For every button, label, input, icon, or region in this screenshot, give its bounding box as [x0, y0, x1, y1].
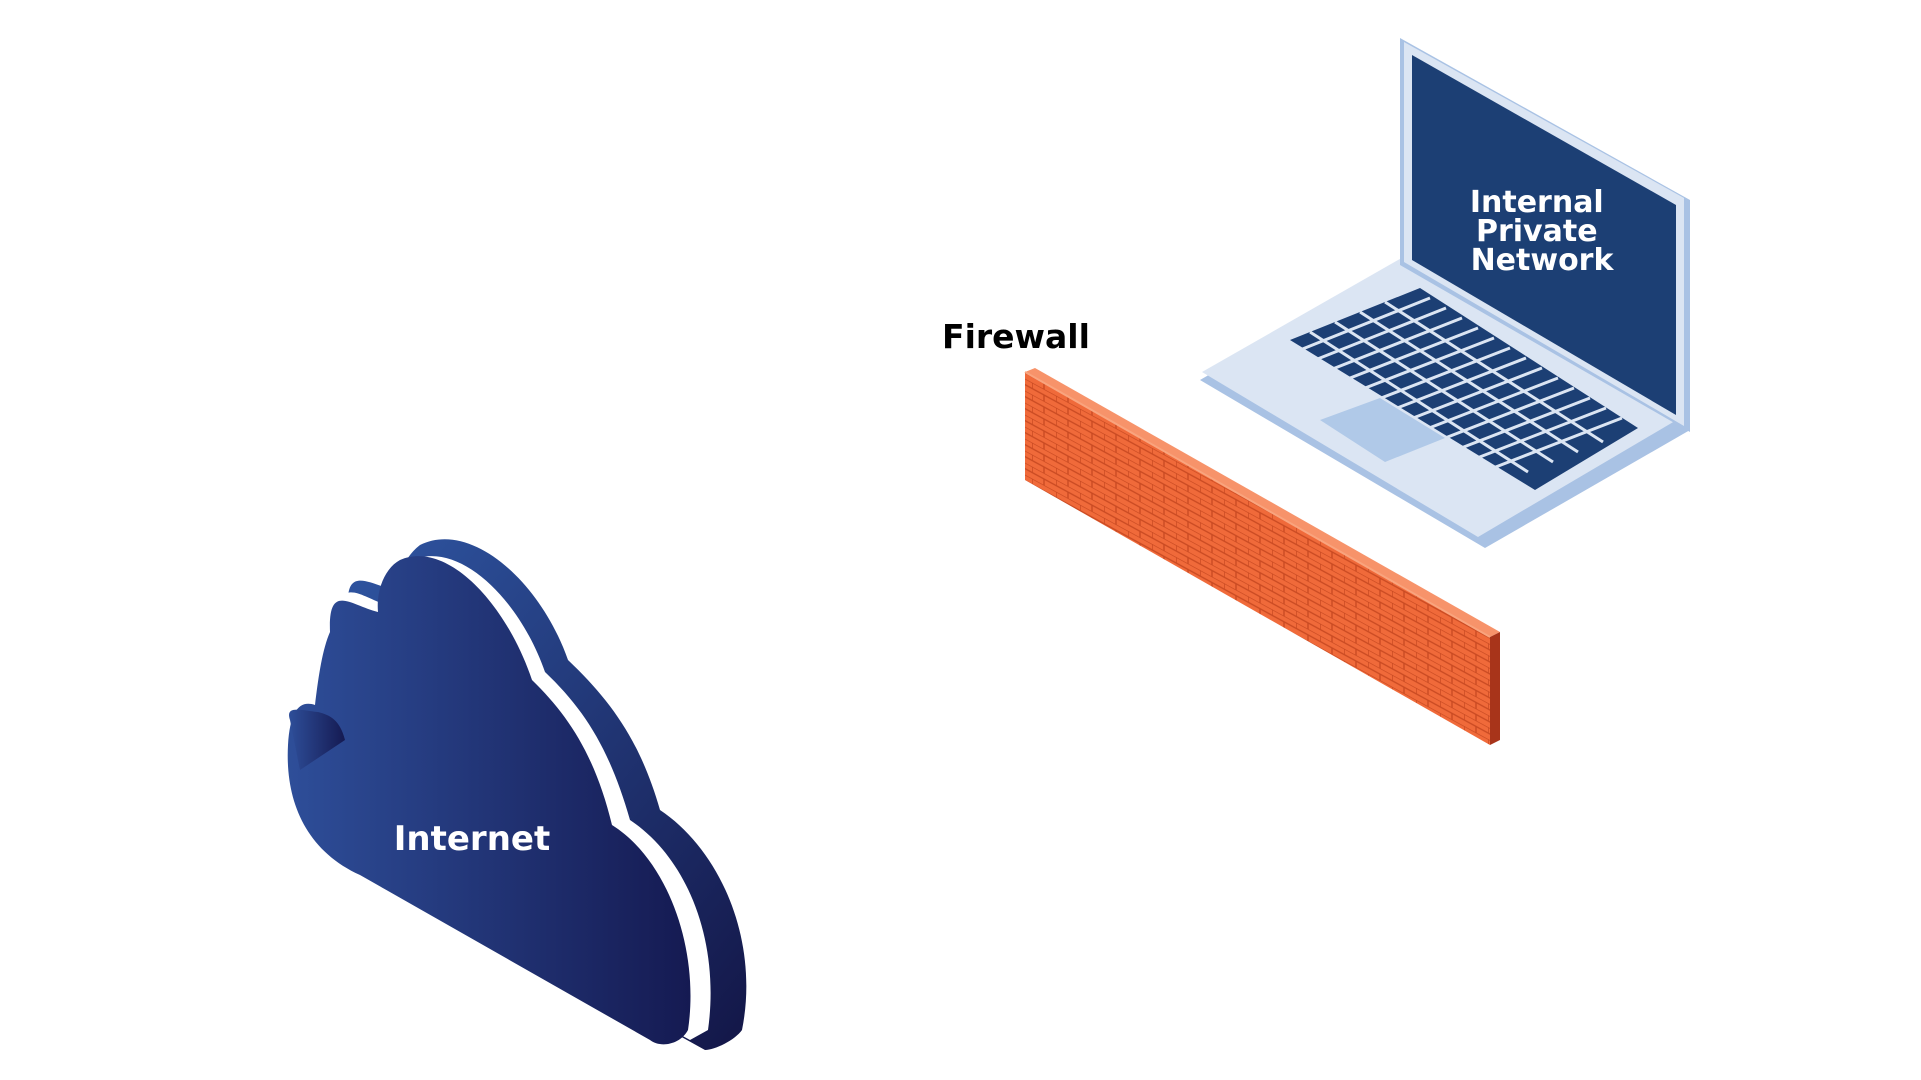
- internet-label: Internet: [394, 819, 550, 859]
- brick-wall-icon: [1024, 368, 1500, 745]
- cloud-icon: [287, 539, 747, 1050]
- network-label-line-1: Internal: [1470, 185, 1604, 220]
- laptop-icon: [1200, 38, 1690, 548]
- firewall: Firewall: [942, 317, 1500, 745]
- firewall-label: Firewall: [942, 317, 1090, 356]
- internal-network-laptop: Internal Private Network: [1200, 38, 1690, 548]
- network-label: Internal Private Network: [1470, 185, 1615, 278]
- network-label-line-3: Network: [1471, 243, 1615, 278]
- network-label-line-2: Private: [1476, 214, 1598, 249]
- internet-cloud: Internet: [287, 539, 747, 1050]
